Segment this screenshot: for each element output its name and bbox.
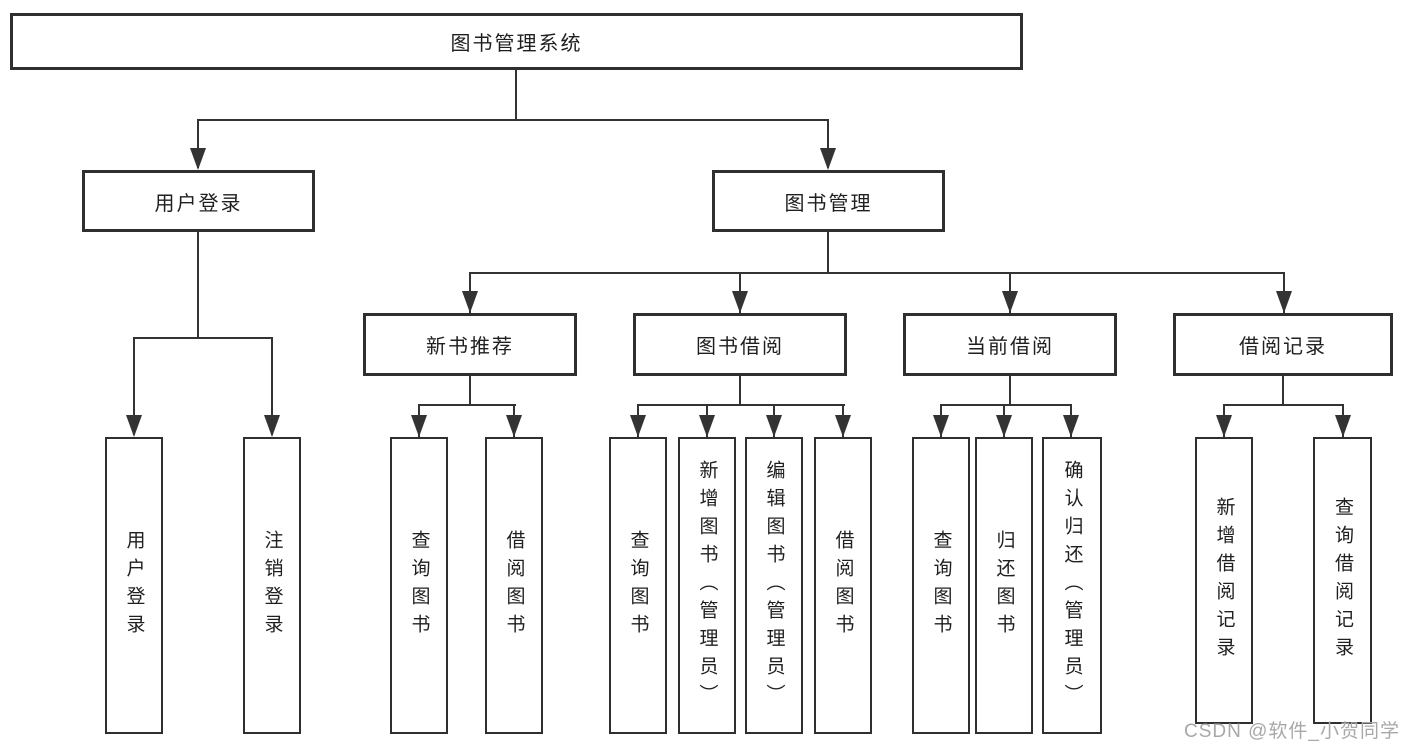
arrow-down-icon [411,415,427,437]
leaf-borrow-book-recommend: 借阅图书 [485,437,543,734]
connector-borrow-records-stem [1282,375,1284,406]
connector-drop-user-login [197,119,199,168]
node-book-borrow-label: 图书借阅 [696,336,784,358]
watermark-text: CSDN @软件_小贺同学 [1184,721,1400,742]
leaf-label: 确认归还（管理员） [1061,459,1083,712]
connector-new-book-stem [469,375,471,406]
arrow-down-icon [506,415,522,437]
arrow-down-icon [820,148,836,170]
leaf-label: 查询图书 [408,529,430,642]
node-book-management: 图书管理 [712,170,945,232]
arrow-down-icon [1002,291,1018,313]
leaf-label: 注销登录 [261,529,283,642]
arrow-down-icon [1216,415,1232,437]
node-user-login: 用户登录 [82,170,315,232]
connector-book-borrow-stem [739,375,741,406]
node-user-login-label: 用户登录 [154,192,243,215]
arrow-down-icon [264,415,280,437]
arrow-down-icon [630,415,646,437]
connector-user-login-stem [197,232,199,339]
leaf-edit-book-admin: 编辑图书（管理员） [745,437,803,734]
leaf-logout-login: 注销登录 [243,437,301,734]
connector-root-rail [197,119,829,121]
connector-book-mgmt-rail [469,272,1285,274]
leaf-borrow-book: 借阅图书 [814,437,872,734]
arrow-down-icon [996,415,1012,437]
connector-user-login-rail [133,337,273,339]
leaf-user-login: 用户登录 [105,437,163,734]
arrow-down-icon [933,415,949,437]
connector-new-book-rail [418,404,516,406]
node-current-borrow-label: 当前借阅 [966,336,1054,358]
leaf-label: 查询借阅记录 [1332,496,1353,665]
connector-current-borrow-stem [1009,375,1011,406]
connector-borrow-records-rail [1223,404,1344,406]
arrow-down-icon [766,415,782,437]
leaf-confirm-return-admin: 确认归还（管理员） [1042,437,1102,734]
arrow-down-icon [732,291,748,313]
leaf-label: 借阅图书 [832,529,854,642]
connector-current-borrow-rail [940,404,1072,406]
node-borrow-records: 借阅记录 [1173,313,1393,376]
leaf-add-borrow-record: 新增借阅记录 [1195,437,1253,724]
node-root-label: 图书管理系统 [450,33,583,55]
connector-root-stem [515,70,517,121]
leaf-label: 查询图书 [930,529,952,642]
node-book-management-label: 图书管理 [784,192,873,215]
leaf-query-book-borrow: 查询图书 [609,437,667,734]
node-new-book-recommend: 新书推荐 [363,313,577,376]
connector-book-borrow-rail [637,404,845,406]
arrow-down-icon [1276,291,1292,313]
arrow-down-icon [1063,415,1079,437]
arrow-down-icon [1335,415,1351,437]
node-book-borrow: 图书借阅 [633,313,847,376]
leaf-query-book-current: 查询图书 [912,437,970,734]
leaf-label: 新增借阅记录 [1213,496,1235,665]
leaf-query-book-recommend: 查询图书 [390,437,448,734]
arrow-down-icon [462,291,478,313]
leaf-label: 用户登录 [123,529,145,642]
arrow-down-icon [835,415,851,437]
leaf-label: 借阅图书 [503,529,525,642]
node-new-book-recommend-label: 新书推荐 [426,336,514,358]
leaf-label: 编辑图书（管理员） [763,459,785,712]
leaf-query-borrow-record: 查询借阅记录 [1313,437,1372,724]
arrow-down-icon [126,415,142,437]
arrow-down-icon [190,148,206,170]
node-root: 图书管理系统 [10,13,1023,70]
connector-drop-leaf-login [133,337,135,435]
node-borrow-records-label: 借阅记录 [1239,336,1327,358]
leaf-label: 查询图书 [627,529,649,642]
node-current-borrow: 当前借阅 [903,313,1117,376]
leaf-label: 新增图书（管理员） [696,459,718,712]
connector-drop-leaf-logout [271,337,273,435]
arrow-down-icon [699,415,715,437]
connector-book-mgmt-stem [827,232,829,274]
leaf-label: 归还图书 [993,529,1015,642]
connector-drop-book-management [827,119,829,168]
leaf-add-book-admin: 新增图书（管理员） [678,437,736,734]
leaf-return-book: 归还图书 [975,437,1033,734]
